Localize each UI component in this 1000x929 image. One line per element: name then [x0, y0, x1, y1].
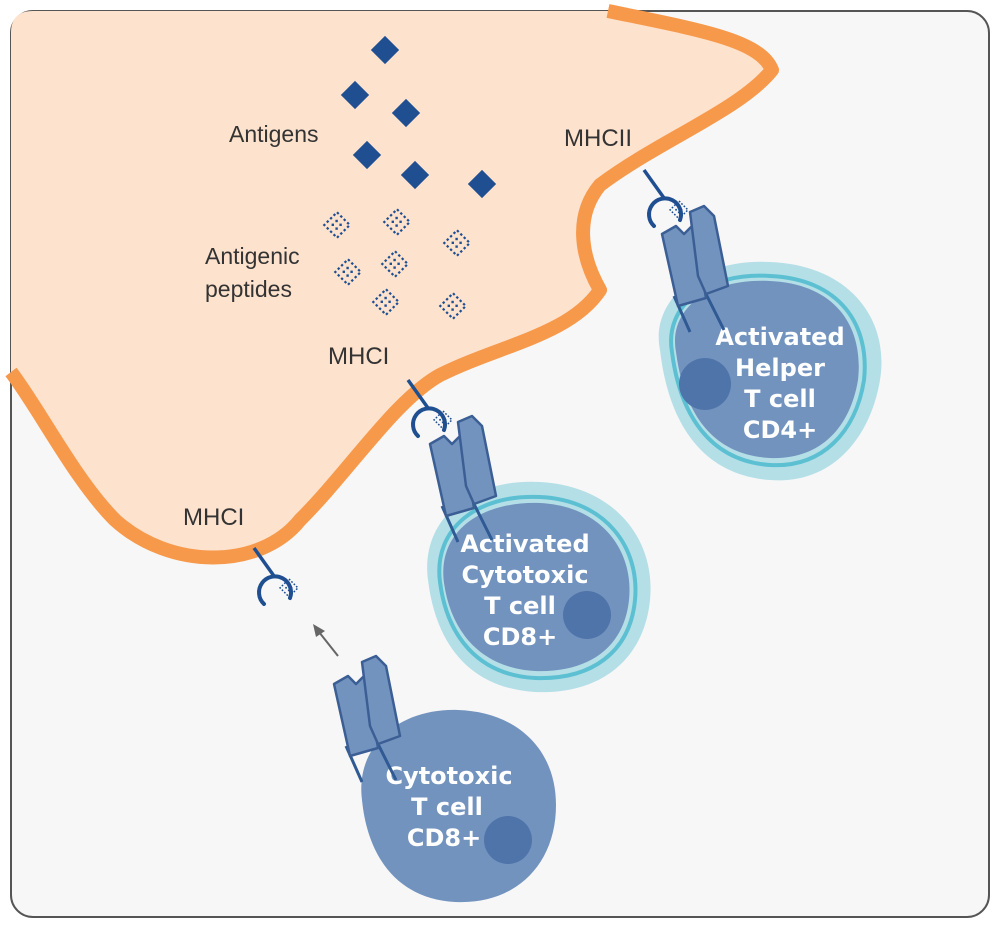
- helper-cell-label-line1: Activated: [715, 323, 844, 351]
- mhci-upper-label: MHCI: [328, 343, 389, 370]
- mhci-lower-label: MHCI: [183, 504, 244, 531]
- activated-helper-t-cell: Activated Helper T cell CD4+: [658, 261, 882, 481]
- nucleus: [484, 816, 532, 864]
- cytotoxic-label-line1: Cytotoxic: [385, 762, 512, 790]
- activated-cytotoxic-label-line4: CD8+: [483, 623, 557, 651]
- antigenic-peptides-label-line1: Antigenic: [205, 243, 300, 269]
- nucleus: [563, 591, 611, 639]
- helper-cell-label-line3: T cell: [744, 385, 816, 413]
- cytotoxic-label-line3: CD8+: [407, 824, 481, 852]
- cytotoxic-label-line2: T cell: [411, 793, 483, 821]
- host-cell-membrane: [5, 4, 779, 565]
- antigens-label: Antigens: [229, 121, 319, 147]
- helper-cell-label-line4: CD4+: [743, 416, 817, 444]
- mhcii-label: MHCII: [564, 125, 632, 152]
- host-cell: [11, 11, 772, 558]
- activated-cytotoxic-t-cell: Activated Cytotoxic T cell CD8+: [427, 481, 651, 693]
- activated-cytotoxic-label-line3: T cell: [484, 592, 556, 620]
- helper-cell-label-line2: Helper: [735, 354, 825, 382]
- antigenic-peptides-label-line2: peptides: [205, 276, 292, 302]
- approach-arrow: [313, 624, 339, 657]
- nucleus: [679, 358, 731, 410]
- activated-cytotoxic-label-line2: Cytotoxic: [461, 561, 588, 589]
- activation-ring: [437, 494, 638, 681]
- cytotoxic-t-cell: Cytotoxic T cell CD8+: [361, 709, 556, 903]
- activated-cytotoxic-label-line1: Activated: [460, 530, 589, 558]
